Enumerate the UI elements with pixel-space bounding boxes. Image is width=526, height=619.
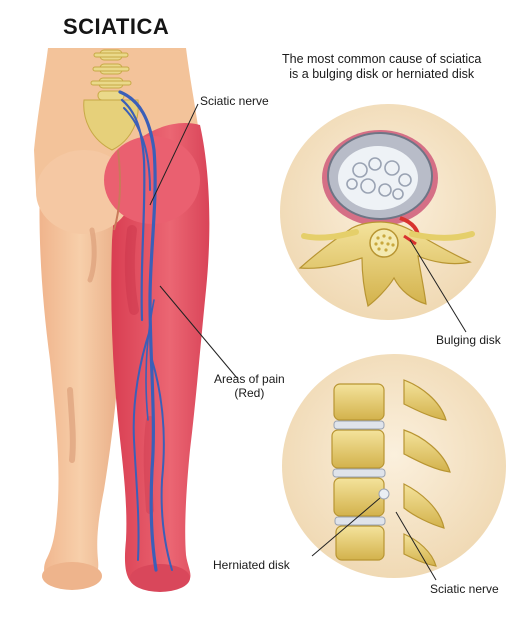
label-areas-of-pain: Areas of pain (Red): [214, 372, 285, 400]
vertebral-arch: [298, 221, 472, 308]
body-back-view: [34, 48, 210, 592]
page-title: SCIATICA: [63, 14, 170, 39]
label-areas-of-pain-line-2: (Red): [234, 386, 265, 400]
right-buttock: [104, 136, 200, 224]
caption-line-1: The most common cause of sciatica: [282, 52, 482, 66]
spinal-cord-section: [369, 228, 399, 258]
label-bulging-disk: Bulging disk: [436, 333, 501, 347]
disk-nucleus: [338, 146, 418, 210]
label-sciatic-nerve-bottom: Sciatic nerve: [430, 582, 499, 596]
leader-lines: [149, 103, 467, 581]
caption-line-2: is a bulging disk or herniated disk: [289, 67, 475, 81]
bulging-disk-inset: [280, 104, 496, 320]
left-heel: [42, 562, 102, 590]
intervertebral-disks: [332, 420, 386, 526]
label-sciatic-nerve-top: Sciatic nerve: [200, 94, 269, 108]
left-leg: [39, 180, 121, 585]
spinous-processes: [403, 379, 451, 567]
vertebrae-column: [331, 383, 385, 561]
herniated-disk-inset: [282, 354, 506, 578]
lumbar-vertebrae: [90, 49, 132, 101]
label-areas-of-pain-line-1: Areas of pain: [214, 372, 285, 386]
sacrum: [83, 99, 139, 151]
figure-caption: The most common cause of sciatica is a b…: [282, 52, 481, 82]
right-heel: [130, 564, 190, 592]
label-herniated-disk: Herniated disk: [213, 558, 290, 572]
sciatic-nerve-in-leg: [118, 90, 173, 572]
